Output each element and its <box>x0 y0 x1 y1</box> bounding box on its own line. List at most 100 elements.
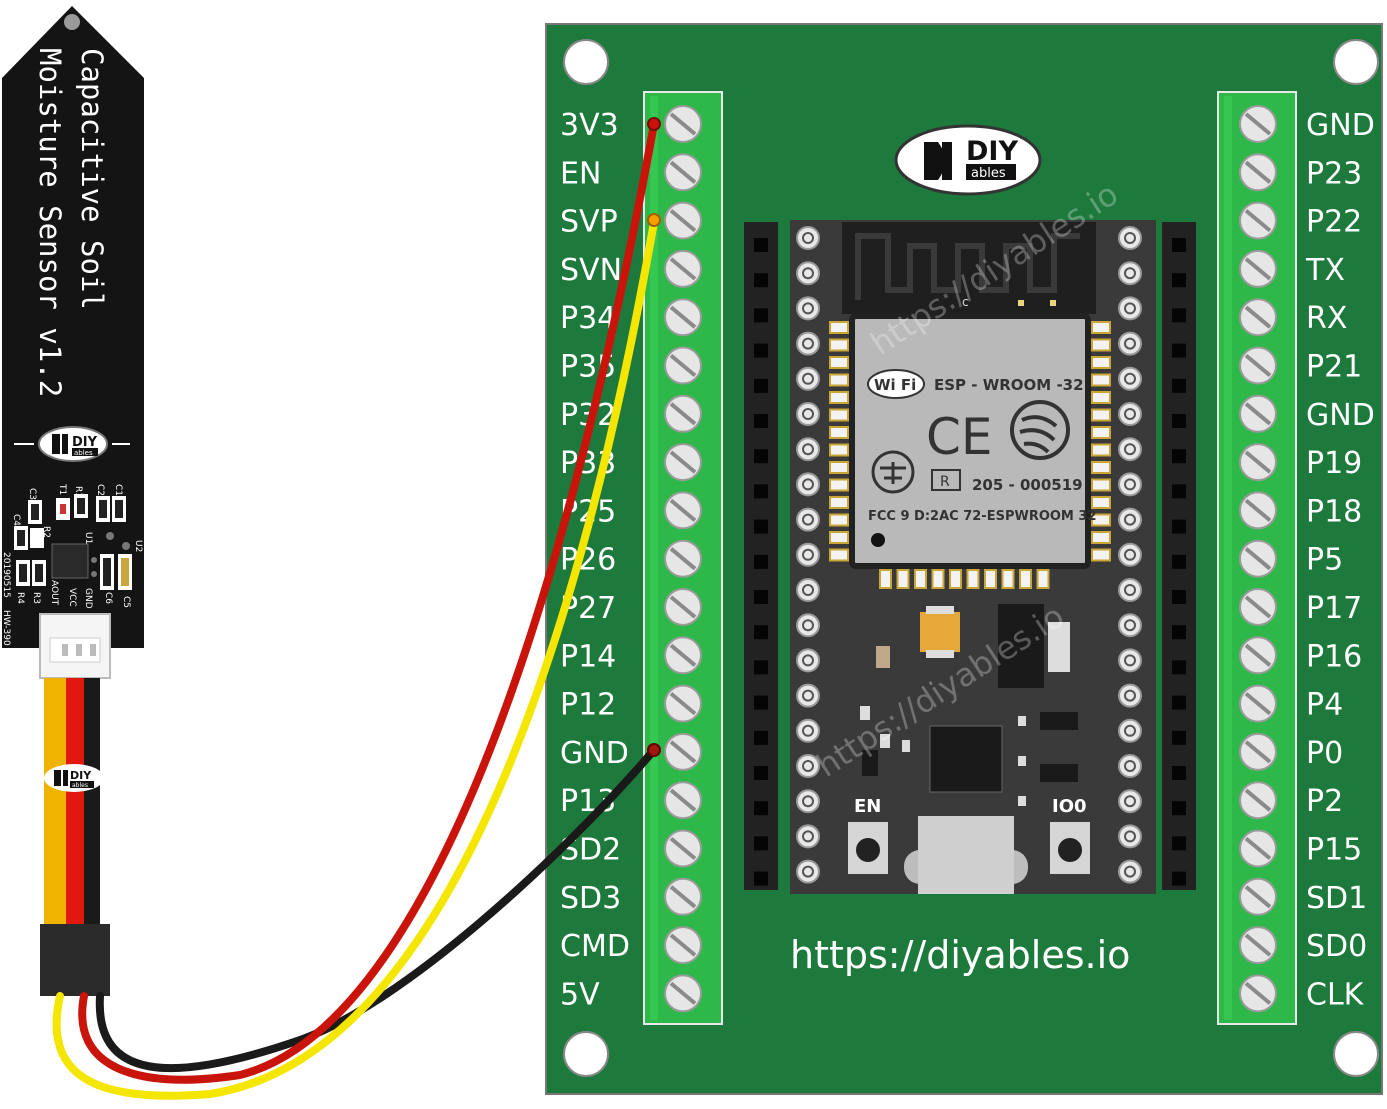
sensor-components <box>14 494 132 590</box>
screw-terminal-p34 <box>664 298 702 337</box>
ce-mark: CE <box>926 408 993 466</box>
reg-number: 205 - 000519 <box>972 476 1083 494</box>
pin-label-p21: P21 <box>1306 350 1362 385</box>
en-button: EN <box>848 796 888 874</box>
screw-terminal-gnd <box>1239 394 1277 433</box>
sensor-logo-ables: ables <box>74 449 93 457</box>
mount-hole <box>1333 1031 1379 1077</box>
pin-label-p34: P34 <box>560 301 616 336</box>
esp32-breakout-board: 3V3ENSVPSVNP34P35P32P33P25P26P27P14P12GN… <box>545 23 1383 1095</box>
pin-label-sd0: SD0 <box>1306 929 1367 964</box>
screw-terminal-rx <box>1239 298 1277 337</box>
screw-terminal-p15 <box>1239 829 1277 868</box>
pin-label-en: EN <box>560 156 601 191</box>
pin-label-p0: P0 <box>1306 736 1343 771</box>
svg-text:C1: C1 <box>113 484 123 496</box>
pin-label-p12: P12 <box>560 688 616 723</box>
pin-label-gnd: GND <box>560 736 629 771</box>
right-pin-labels: GNDP23P22TXRXP21GNDP19P18P5P17P16P4P0P2P… <box>1305 108 1375 1012</box>
pin-label-sd3: SD3 <box>560 881 621 916</box>
pin-label-p5: P5 <box>1306 543 1343 578</box>
svg-text:ables: ables <box>72 782 88 789</box>
right-screw-terminals <box>1239 105 1277 1013</box>
sensor-diyables-logo: DIY ables <box>14 426 130 462</box>
board-diyables-logo: DIY ables <box>894 124 1042 196</box>
screw-terminal-p14 <box>664 636 702 675</box>
svg-text:DIY: DIY <box>966 136 1018 167</box>
screw-terminal-p16 <box>1239 636 1277 675</box>
sensor-component-labels: C3 T1 R1 C2 C1 C4 U1 R2 U2 C6 C5 R4 R3 A… <box>1 483 143 646</box>
cable-diyables-logo: DIY ables <box>44 764 104 792</box>
screw-terminal-p5 <box>1239 539 1277 578</box>
pin-label-p22: P22 <box>1306 205 1362 240</box>
screw-terminal-p22 <box>1239 201 1277 240</box>
svg-text:C6: C6 <box>103 592 113 604</box>
pin-label-rx: RX <box>1306 301 1347 336</box>
screw-terminal-p2 <box>1239 781 1277 820</box>
svg-text:C5: C5 <box>121 596 131 608</box>
screw-terminal-3v3 <box>664 105 702 143</box>
screw-terminal-p0 <box>1239 732 1277 771</box>
screw-terminal-p32 <box>664 394 702 433</box>
screw-terminal-p19 <box>1239 443 1277 482</box>
screw-terminal-sd3 <box>664 877 702 916</box>
wire-red-3v3 <box>78 120 658 1084</box>
screw-terminal-p12 <box>664 684 702 723</box>
usb-connector <box>904 816 1028 894</box>
screw-terminal-5v <box>664 974 702 1013</box>
sensor-title-line1: Capacitive Soil <box>75 48 109 310</box>
svg-text:R4: R4 <box>15 592 25 604</box>
antenna-label: c <box>962 295 969 309</box>
sensor-date-code: 20190515 <box>1 552 11 598</box>
svg-text:VCC: VCC <box>67 588 77 607</box>
screw-terminal-p18 <box>1239 491 1277 530</box>
pin-label-p2: P2 <box>1306 784 1343 819</box>
pin-label-tx: TX <box>1305 253 1345 288</box>
pin-label-cmd: CMD <box>560 929 630 964</box>
screw-terminal-en <box>664 153 702 192</box>
pin-label-p23: P23 <box>1306 156 1362 191</box>
screw-terminal-sd2 <box>664 829 702 868</box>
screw-terminal-svp <box>664 201 702 240</box>
svg-text:T1: T1 <box>57 483 67 495</box>
svg-text:Wi Fi: Wi Fi <box>874 376 916 394</box>
pin-label-p14: P14 <box>560 639 616 674</box>
screw-terminal-p4 <box>1239 684 1277 723</box>
screw-terminal-p23 <box>1239 153 1277 192</box>
pin-label-p26: P26 <box>560 543 616 578</box>
pin-label-p15: P15 <box>1306 833 1362 868</box>
screw-terminal-p26 <box>664 539 702 578</box>
screw-terminal-p33 <box>664 443 702 482</box>
pin-label-p19: P19 <box>1306 446 1362 481</box>
wire-yellow-svp <box>52 218 658 1100</box>
svg-text:AOUT: AOUT <box>49 580 59 606</box>
sensor-logo-diy: DIY <box>72 435 98 450</box>
en-button-label: EN <box>854 796 881 817</box>
svg-text:C3: C3 <box>27 488 37 500</box>
screw-terminal-sd0 <box>1239 926 1277 965</box>
pin-label-3v3: 3V3 <box>560 108 619 143</box>
wifi-logo: Wi Fi <box>867 369 925 399</box>
mount-hole <box>563 39 609 85</box>
espressif-icon <box>1010 400 1070 460</box>
pin-label-p4: P4 <box>1306 688 1343 723</box>
pin-label-gnd: GND <box>1306 398 1375 433</box>
svg-text:R1: R1 <box>73 486 83 498</box>
screw-terminal-p21 <box>1239 346 1277 385</box>
io0-button-label: IO0 <box>1052 796 1087 817</box>
screw-terminal-p35 <box>664 346 702 385</box>
screw-terminal-tx <box>1239 249 1277 288</box>
sensor-model: HW-390 <box>1 610 11 646</box>
svg-text:C4: C4 <box>11 514 21 526</box>
svg-text:C2: C2 <box>95 484 105 496</box>
pin-label-p16: P16 <box>1306 639 1362 674</box>
pin-label-sd1: SD1 <box>1306 881 1367 916</box>
left-screw-terminals <box>664 105 702 1013</box>
svg-text:GND: GND <box>83 588 93 609</box>
sensor-cable: DIY ables <box>40 678 110 996</box>
sensor-title-line2: Moisture Sensor v1.2 <box>33 48 67 397</box>
screw-terminal-sd1 <box>1239 877 1277 916</box>
mount-hole <box>563 1031 609 1077</box>
screw-terminal-p13 <box>664 781 702 820</box>
screw-terminal-svn <box>664 249 702 288</box>
